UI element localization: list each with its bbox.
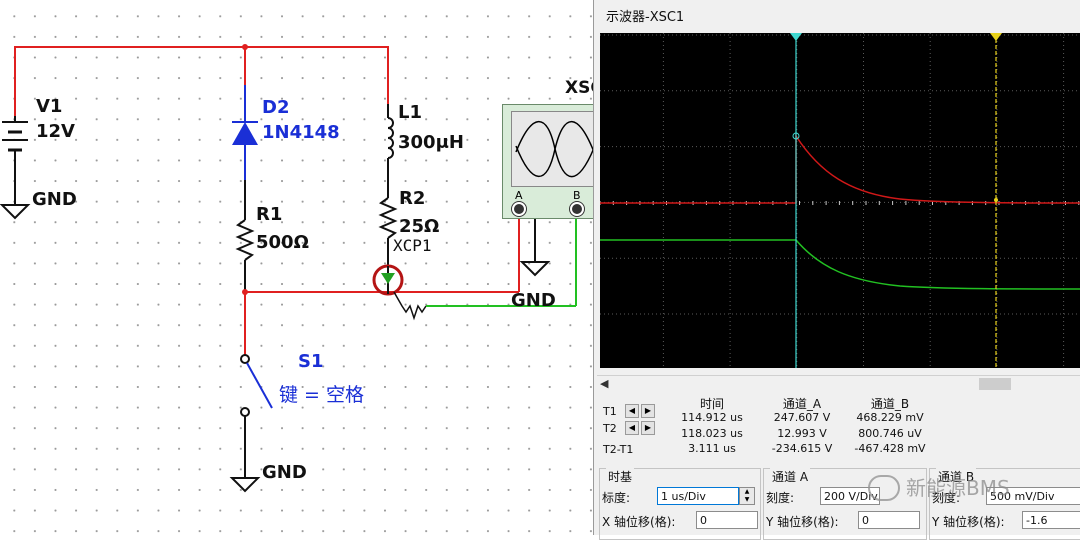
r2-name: R2 [399,188,426,209]
gnd-label-s1: GND [262,462,307,483]
diode-d2-symbol [232,85,258,180]
channel-b-scale-input[interactable]: 500 mV/Div [986,487,1080,505]
t1-time: 114.912 us [681,411,743,424]
channel-b-group: 通道 B 刻度: 500 mV/Div Y 轴位移(格): -1.6 [929,468,1080,540]
readout-header-channel-b: 通道_B [870,397,910,411]
timebase-scale-label: 标度: [602,491,631,505]
channel-a-title: 通道 A [770,468,811,485]
t1-right-arrow-icon[interactable]: ▶ [641,404,655,418]
t2-time: 118.023 us [681,427,743,440]
readout-row-t2-label: T2 [603,422,617,435]
t1-left-arrow-icon[interactable]: ◀ [625,404,639,418]
gnd-label-v1: GND [32,189,77,210]
inductor-l1-symbol [387,104,394,198]
switch-s1-symbol [229,292,273,493]
t2-right-arrow-icon[interactable]: ▶ [641,421,655,435]
scope-controls: 时基 标度: 1 us/Div ▲▼ X 轴位移(格): 0 通道 A 刻度: … [597,462,1080,540]
scope-screen[interactable] [599,33,1080,371]
scope-terminal-b-label: B [573,189,581,202]
cursor-readout-panel: 时间 通道_A 通道_B T1 ◀ ▶ 114.912 us 247.607 V… [597,392,1080,460]
channel-a-ypos-label: Y 轴位移(格): [766,515,839,529]
diff-channel-a: -234.615 V [771,442,833,455]
cursor-t2-handle [990,33,1002,41]
scope-display [599,33,1080,371]
channel-a-group: 通道 A 刻度: 200 V/Div Y 轴位移(格): 0 [763,468,927,540]
diff-channel-b: -467.428 mV [854,442,926,455]
scope-grid [599,33,1080,371]
r1-value: 500Ω [256,232,309,253]
channel-a-scale-label: 刻度: [766,491,795,505]
timebase-title: 时基 [606,468,635,485]
v1-name: V1 [36,96,63,117]
d2-name: D2 [262,97,290,118]
readout-row-t1-label: T1 [603,405,617,418]
scrollbar-thumb[interactable] [979,378,1011,390]
scroll-left-icon[interactable]: ◀ [600,377,609,390]
timebase-scale-spinner[interactable]: ▲▼ [739,487,755,505]
scope-terminal-a-label: A [515,189,523,202]
t2-left-arrow-icon[interactable]: ◀ [625,421,639,435]
gnd-label-scope: GND [511,290,556,311]
readout-row-diff-label: T2-T1 [603,443,634,456]
timebase-xpos-input[interactable]: 0 [696,511,758,529]
channel-b-title: 通道 B [936,468,977,485]
battery-v1-symbol [0,116,31,220]
t1-channel-b: 468.229 mV [856,411,924,424]
s1-key: 键 = 空格 [279,384,364,406]
d2-model: 1N4148 [262,122,340,143]
channel-a-trace [600,133,1080,204]
sine-wave-icon [515,120,595,178]
schematic-canvas[interactable]: A B XSC V1 12V GND D2 1N4148 L1 300μH R1… [0,0,603,535]
scope-horizontal-scrollbar[interactable]: ◀ [597,375,1080,392]
readout-header-channel-a: 通道_A [782,397,822,411]
r1-name: R1 [256,204,283,225]
cursor-t1-handle [790,33,802,41]
t2-channel-b: 800.746 uV [858,427,922,440]
t1-channel-a: 247.607 V [773,411,831,424]
s1-name: S1 [298,351,324,372]
wechat-icon [868,474,900,501]
circuit-wires [0,44,577,493]
scope-terminal-a[interactable] [512,202,526,216]
current-probe-symbol [372,210,577,321]
probe-name: XCP1 [393,236,432,255]
v1-value: 12V [36,121,75,142]
watermark-text: 新能源BMS [906,476,1010,500]
timebase-xpos-label: X 轴位移(格): [602,515,676,529]
t2-channel-a: 12.993 V [777,427,827,440]
resistor-r1-symbol [235,180,255,292]
diff-time: 3.111 us [688,442,736,455]
channel-b-trace [600,239,1080,290]
oscilloscope-window[interactable]: 示波器-XSC1 ◀ 时间 通道_A 通道_B T1 ◀ ▶ 114.912 u… [593,0,1080,540]
timebase-scale-input[interactable]: 1 us/Div [657,487,739,505]
channel-a-ypos-input[interactable]: 0 [858,511,920,529]
scope-window-title: 示波器-XSC1 [606,10,685,25]
timebase-group: 时基 标度: 1 us/Div ▲▼ X 轴位移(格): 0 [599,468,761,540]
channel-b-scale-label: 刻度: [932,491,961,505]
channel-b-ypos-label: Y 轴位移(格): [932,515,1005,529]
watermark: 新能源BMS [868,472,1010,503]
scope-terminal-b[interactable] [570,202,584,216]
channel-a-scale-input[interactable]: 200 V/Div [820,487,880,505]
channel-b-ypos-input[interactable]: -1.6 [1022,511,1080,529]
readout-header-time: 时间 [699,397,724,411]
l1-value: 300μH [398,132,464,153]
resistor-r2-symbol [378,197,398,266]
oscilloscope-icon[interactable]: A B [502,104,600,219]
l1-name: L1 [398,102,422,123]
r2-value: 25Ω [399,216,440,237]
